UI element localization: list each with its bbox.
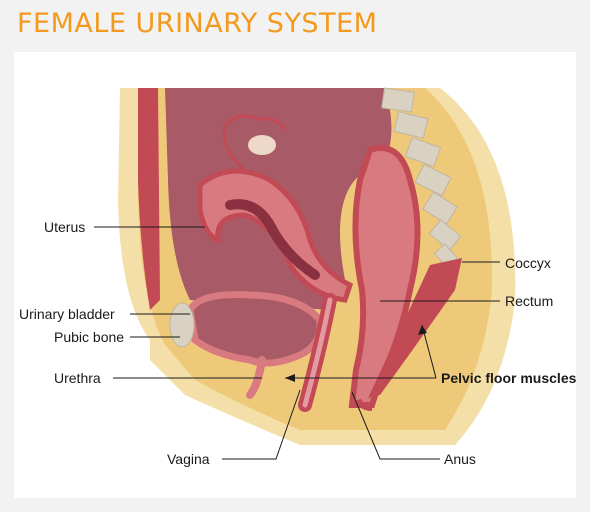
- urethra-shape: [246, 356, 266, 399]
- spine: [381, 87, 462, 271]
- label-anus: Anus: [444, 451, 476, 467]
- leader-lines: [94, 226, 500, 460]
- label-urinary-bladder: Urinary bladder: [19, 306, 115, 322]
- label-uterus: Uterus: [44, 219, 86, 235]
- page-title: FEMALE URINARY SYSTEM: [17, 8, 378, 39]
- label-vagina: Vagina: [167, 451, 210, 467]
- label-rectum: Rectum: [505, 293, 554, 309]
- uterine-cavity: [225, 199, 320, 280]
- leader-pelvic-floor-2: [421, 324, 437, 379]
- arrow-pelvic-floor-2: [418, 325, 427, 335]
- pubic-bone-shape: [169, 302, 195, 348]
- label-urethra: Urethra: [54, 370, 101, 386]
- anus-shape: [355, 398, 373, 411]
- label-coccyx: Coccyx: [505, 255, 551, 271]
- leader-vagina: [222, 389, 301, 460]
- leader-anus: [351, 391, 440, 460]
- arrow-pelvic-floor: [285, 374, 295, 382]
- ovary-and-tube: [222, 114, 287, 172]
- label-pelvic-floor-muscles: Pelvic floor muscles: [441, 370, 577, 386]
- pelvic-floor-shape: [368, 258, 462, 398]
- leader-arrows: [285, 325, 427, 382]
- abdominal-wall: [138, 88, 160, 310]
- label-pubic-bone: Pubic bone: [54, 329, 125, 345]
